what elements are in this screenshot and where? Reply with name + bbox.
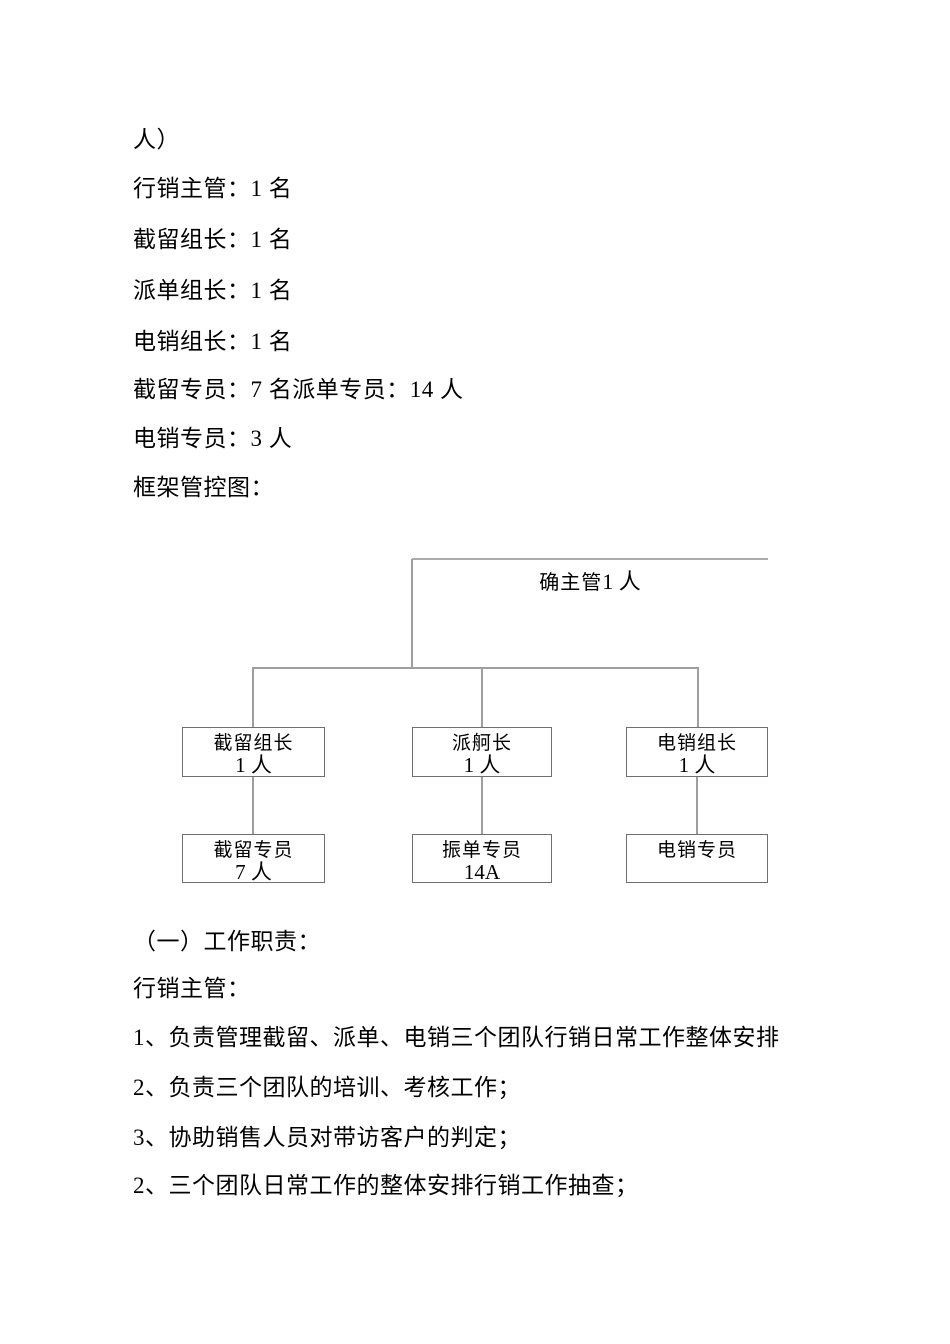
- org-chart-root-label: 确主管1 人: [412, 564, 768, 596]
- paragraph-jieliu-leader: 截留组长：1 名: [133, 227, 293, 252]
- duty-item-1: 1、负责管理截留、派单、电销三个团队行销日常工作整体安排: [133, 1025, 780, 1050]
- paragraph-chart-caption: 框架管控图：: [133, 475, 274, 500]
- org-node-title: 电销组长: [656, 733, 737, 754]
- root-title: 确主管: [539, 572, 603, 594]
- org-node-title: 振单专员: [441, 840, 522, 861]
- duty-item-3: 3、协助销售人员对带访客户的判定；: [133, 1125, 521, 1150]
- paragraph-specialists: 截留专员：7 名派单专员：14 人: [133, 377, 464, 402]
- root-count: 1 人: [602, 569, 641, 594]
- org-chart-link-right: [696, 777, 698, 834]
- org-node-count: 1 人: [235, 753, 272, 777]
- org-node-title: 截留组长: [213, 733, 294, 754]
- org-chart-drop-left: [252, 667, 254, 727]
- org-node-count: 1 人: [463, 753, 501, 777]
- org-chart-root-top-line: [412, 558, 768, 560]
- duty-item-4: 2、三个团队日常工作的整体安排行销工作抽查；: [133, 1173, 639, 1198]
- org-node-dianxiao-spec: 电销专员: [626, 834, 768, 883]
- paragraph-ren: 人）: [133, 127, 180, 152]
- org-node-title: 截留专员: [213, 840, 294, 861]
- heading-duties: （一）工作职责：: [133, 929, 321, 954]
- duties-role: 行销主管：: [133, 976, 251, 1001]
- org-node-jieliu-spec: 截留专员 7 人: [182, 834, 325, 883]
- org-node-dianxiao-leader: 电销组长 1 人: [626, 727, 768, 777]
- org-node-paidan-leader: 派舸长 1 人: [412, 727, 552, 777]
- org-chart-drop-middle: [481, 667, 483, 727]
- org-node-count: 7 人: [235, 860, 272, 884]
- paragraph-paidan-leader: 派单组长：1 名: [133, 278, 293, 303]
- paragraph-dianxiao-leader: 电销组长：1 名: [133, 329, 293, 354]
- org-node-count: 1 人: [678, 753, 716, 777]
- org-node-count: 14A: [463, 860, 501, 884]
- duty-item-2: 2、负责三个团队的培训、考核工作；: [133, 1075, 521, 1100]
- org-chart-branch-line: [252, 667, 699, 669]
- org-node-jieliu-leader: 截留组长 1 人: [182, 727, 325, 777]
- paragraph-dianxiao-spec: 电销专员：3 人: [133, 426, 293, 451]
- org-node-zhendan-spec: 振单专员 14A: [412, 834, 552, 883]
- org-chart-link-left: [252, 777, 254, 834]
- org-chart-link-middle: [481, 777, 483, 834]
- org-node-title: 电销专员: [656, 840, 737, 861]
- org-chart-drop-right: [697, 667, 699, 727]
- org-node-title: 派舸长: [451, 733, 512, 754]
- paragraph-xingxiao-head: 行销主管：1 名: [133, 176, 293, 201]
- org-chart-root-stem-line: [411, 559, 413, 669]
